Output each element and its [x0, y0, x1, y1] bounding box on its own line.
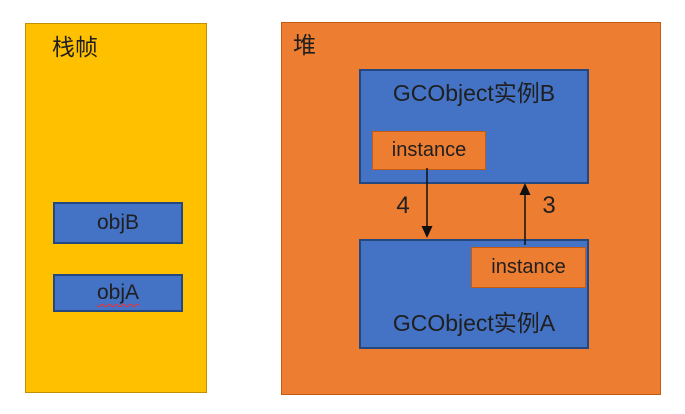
heap-panel: 堆 GCObject实例B instance instance GCObject… [281, 22, 661, 395]
objB-label: objB [96, 211, 140, 234]
gcobject-a-instance-field: instance [471, 247, 586, 288]
stack-frame-title: 栈帧 [52, 34, 98, 60]
gcobject-a-instance-label: instance [491, 256, 566, 278]
gcobject-b-label: GCObject实例B [392, 80, 556, 106]
stack-frame-panel: 栈帧 objB objA [25, 23, 207, 393]
arrow-3-label: 3 [542, 192, 556, 219]
objA-label: objA [96, 281, 140, 304]
stack-slot-objA: objA [53, 274, 183, 312]
arrow-4-label: 4 [396, 192, 410, 219]
heap-title: 堆 [293, 32, 316, 58]
gcobject-a-label: GCObject实例A [392, 310, 556, 336]
gcobject-b-box: GCObject实例B instance [359, 69, 589, 184]
gcobject-b-instance-field: instance [372, 131, 486, 170]
gcobject-a-box: instance GCObject实例A [359, 239, 589, 349]
stack-slot-objB: objB [53, 202, 183, 244]
gcobject-b-instance-label: instance [391, 139, 467, 161]
